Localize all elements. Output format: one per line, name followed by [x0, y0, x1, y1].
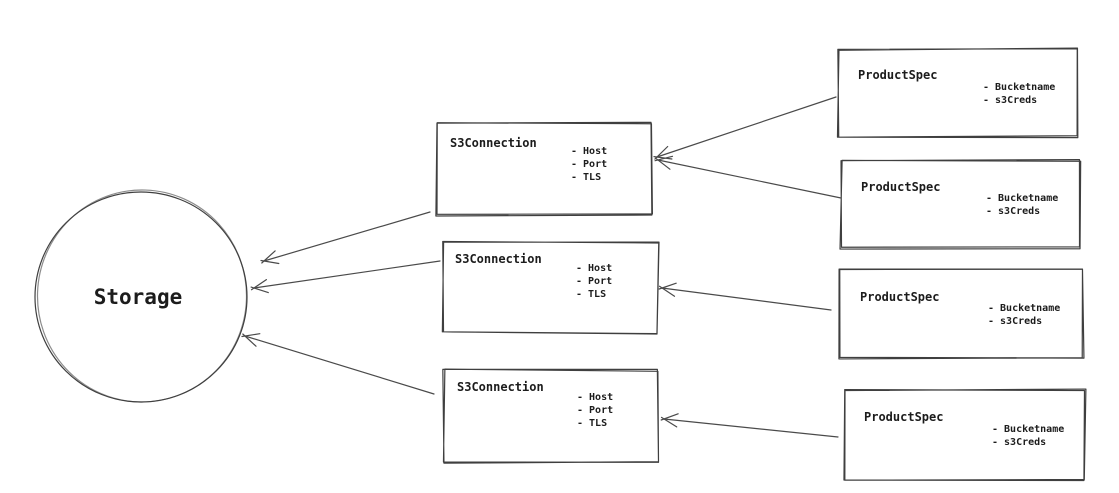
productspec-node-4: ProductSpec - Bucketname - s3Creds — [843, 388, 1087, 482]
s3connection-box-1 — [435, 121, 654, 217]
productspec-box-2 — [839, 158, 1082, 250]
s3connection-title: S3Connection — [455, 252, 542, 266]
s3connection-title: S3Connection — [457, 380, 544, 394]
attribute-item: - s3Creds — [983, 95, 1037, 106]
attribute-item: - TLS — [577, 418, 607, 429]
productspec-title: ProductSpec — [860, 290, 939, 304]
arrow-s3connection-3-to-storage — [241, 333, 435, 395]
arrowhead-line — [260, 259, 280, 265]
attribute-item: - Host — [571, 146, 607, 157]
arrow-productspec-2-to-s3connection-1 — [654, 155, 842, 199]
attribute-item: - Host — [576, 263, 612, 274]
arrow-productspec-3-to-s3connection-2 — [658, 282, 832, 311]
productspec-box-4 — [843, 388, 1087, 482]
arrow-shaft — [253, 260, 441, 289]
arrow-shaft — [244, 335, 435, 395]
arrow-shaft — [663, 418, 839, 438]
s3connection-node-2: S3Connection - Host - Port - TLS — [441, 240, 660, 335]
s3connection-title: S3Connection — [450, 136, 537, 150]
arrowhead-line — [653, 156, 673, 160]
arrowhead-line — [242, 333, 257, 347]
attribute-item: - Bucketname — [986, 193, 1058, 204]
s3connection-node-1: S3Connection - Host - Port - TLS — [435, 121, 654, 217]
productspec-node-3: ProductSpec - Bucketname - s3Creds — [838, 268, 1085, 360]
productspec-box-1 — [836, 47, 1079, 139]
arrow-s3connection-2-to-storage — [250, 260, 441, 294]
attribute-item: - s3Creds — [992, 437, 1046, 448]
arrow-shaft — [656, 96, 837, 158]
attribute-item: - s3Creds — [986, 206, 1040, 217]
productspec-node-2: ProductSpec - Bucketname - s3Creds — [839, 158, 1082, 250]
attribute-item: - Bucketname — [988, 303, 1060, 314]
arrow-productspec-4-to-s3connection-3 — [660, 413, 839, 438]
storage-circle-overdraw — [36, 189, 248, 403]
arrowhead-line — [250, 286, 269, 294]
arrowhead-line — [658, 285, 676, 297]
arrowhead-line — [660, 416, 678, 428]
storage-label: Storage — [94, 285, 183, 309]
attribute-item: - TLS — [571, 172, 601, 183]
productspec-title: ProductSpec — [864, 410, 943, 424]
attribute-item: - TLS — [576, 289, 606, 300]
arrow-shaft — [661, 287, 832, 311]
s3connection-box-2 — [441, 240, 660, 335]
arrow-s3connection-1-to-storage — [260, 211, 431, 265]
productspec-box-3 — [838, 268, 1085, 360]
productspec-title: ProductSpec — [861, 180, 940, 194]
s3connection-box-3 — [442, 368, 660, 464]
attribute-item: - Port — [571, 159, 607, 170]
attribute-item: - Host — [577, 392, 613, 403]
arrowhead-line — [654, 157, 671, 170]
arrow-productspec-1-to-s3connection-1 — [653, 96, 837, 160]
s3connection-node-3: S3Connection - Host - Port - TLS — [442, 368, 660, 464]
attribute-item: - Bucketname — [983, 82, 1055, 93]
productspec-node-1: ProductSpec - Bucketname - s3Creds — [836, 47, 1079, 139]
attribute-item: - Bucketname — [992, 424, 1064, 435]
attribute-item: - s3Creds — [988, 316, 1042, 327]
attribute-item: - Port — [577, 405, 613, 416]
arrow-shaft — [263, 211, 431, 262]
productspec-title: ProductSpec — [858, 68, 937, 82]
attribute-item: - Port — [576, 276, 612, 287]
storage-node: Storage — [34, 189, 248, 403]
arrow-shaft — [657, 159, 842, 199]
